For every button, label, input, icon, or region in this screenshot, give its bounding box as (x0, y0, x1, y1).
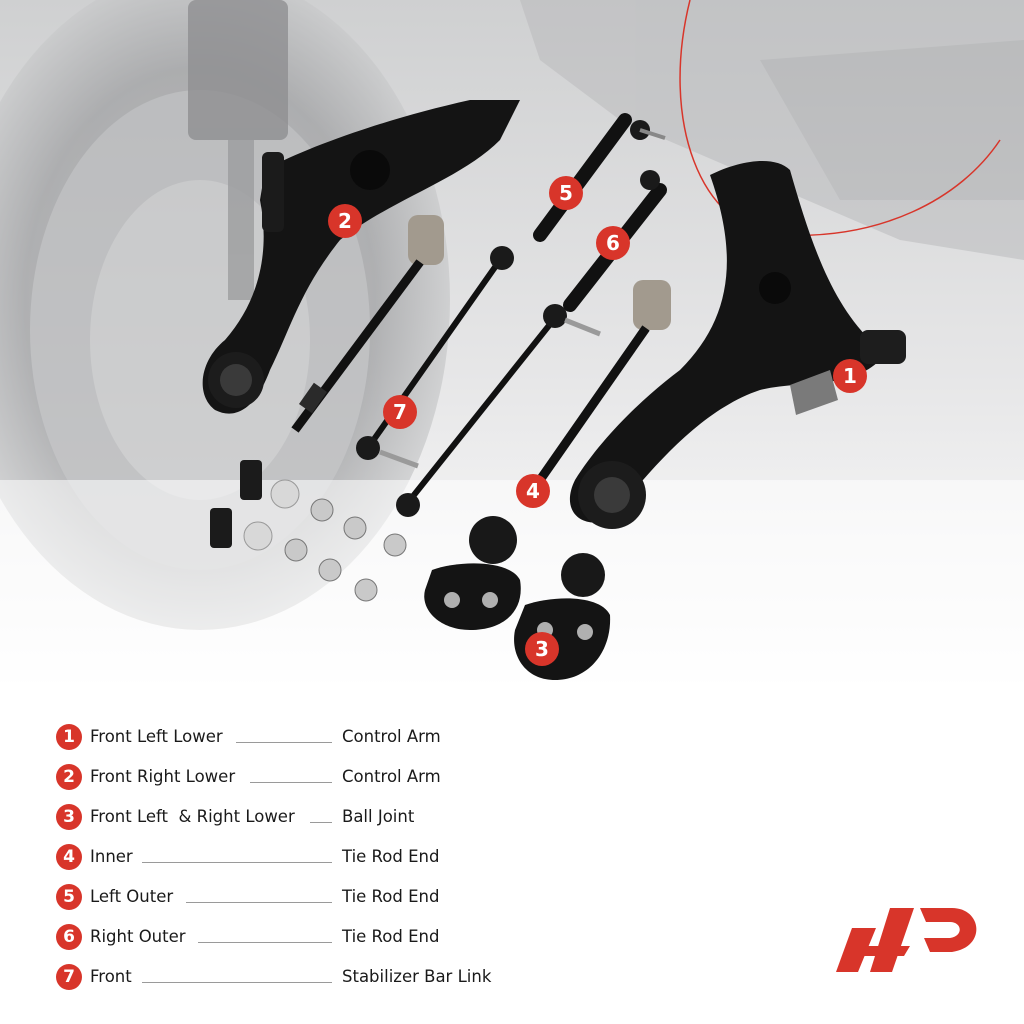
legend-number-1: 1 (56, 724, 82, 750)
strut-background (188, 0, 288, 300)
inner-tie-rod-right (536, 280, 671, 483)
callout-4: 4 (516, 474, 550, 508)
callout-5-label: 5 (559, 181, 573, 205)
legend-row-1: 1 Front Left Lower Control Arm (56, 722, 576, 752)
legend-leader-1 (236, 742, 332, 743)
callout-2-label: 2 (338, 209, 352, 233)
legend-row-3: 3 Front Left & Right Lower Ball Joint (56, 802, 576, 832)
legend-number-6: 6 (56, 924, 82, 950)
legend-left-1: Front Left Lower (90, 727, 223, 746)
legend-leader-7 (142, 982, 332, 983)
inner-tie-rod-left (291, 215, 444, 433)
legend-left-7: Front (90, 967, 132, 986)
legend-right-2: Control Arm (342, 767, 441, 786)
legend-leader-6 (198, 942, 332, 943)
legend-right-7: Stabilizer Bar Link (342, 967, 492, 986)
legend-left-2: Front Right Lower (90, 767, 236, 786)
legend-right-5: Tie Rod End (342, 887, 440, 906)
callout-3-label: 3 (535, 637, 549, 661)
hardware-kit (210, 460, 407, 602)
legend-row-5: 5 Left Outer Tie Rod End (56, 882, 576, 912)
callout-5: 5 (549, 176, 583, 210)
callout-6: 6 (596, 226, 630, 260)
chassis-background (520, 0, 1024, 260)
legend-left-3: Front Left & Right Lower (90, 807, 295, 826)
legend-right-1: Control Arm (342, 727, 441, 746)
brand-logo-icon (836, 908, 977, 972)
legend-row-2: 2 Front Right Lower Control Arm (56, 762, 576, 792)
legend-leader-5 (186, 902, 332, 903)
callout-3: 3 (525, 632, 559, 666)
control-arm-left (569, 160, 906, 529)
callout-7-label: 7 (393, 400, 407, 424)
legend-left-4: Inner (90, 847, 133, 866)
legend-leader-2 (250, 782, 332, 783)
callout-2: 2 (328, 204, 362, 238)
legend-right-3: Ball Joint (342, 807, 415, 826)
legend-leader-3 (310, 822, 332, 823)
callout-1: 1 (833, 359, 867, 393)
legend-number-2: 2 (56, 764, 82, 790)
legend-number-5: 5 (56, 884, 82, 910)
control-arm-right (202, 100, 520, 414)
product-photo: 1 2 3 4 5 6 7 (0, 0, 1024, 700)
legend-right-6: Tie Rod End (342, 927, 440, 946)
legend-right-4: Tie Rod End (342, 847, 440, 866)
stabilizer-link-2 (396, 304, 601, 517)
outer-tie-rod-left (533, 113, 666, 242)
legend-leader-4 (142, 862, 332, 863)
legend-number-4: 4 (56, 844, 82, 870)
legend-number-7: 7 (56, 964, 82, 990)
legend-left-6: Right Outer (90, 927, 186, 946)
callout-4-label: 4 (526, 479, 540, 503)
ball-joint-left (424, 516, 521, 630)
legend-left-5: Left Outer (90, 887, 174, 906)
legend-row-4: 4 Inner Tie Rod End (56, 842, 576, 872)
callout-1-label: 1 (843, 364, 857, 388)
legend-row-6: 6 Right Outer Tie Rod End (56, 922, 576, 952)
legend-number-3: 3 (56, 804, 82, 830)
callout-7: 7 (383, 395, 417, 429)
callout-6-label: 6 (606, 231, 620, 255)
legend-row-7: 7 Front Stabilizer Bar Link (56, 962, 576, 992)
